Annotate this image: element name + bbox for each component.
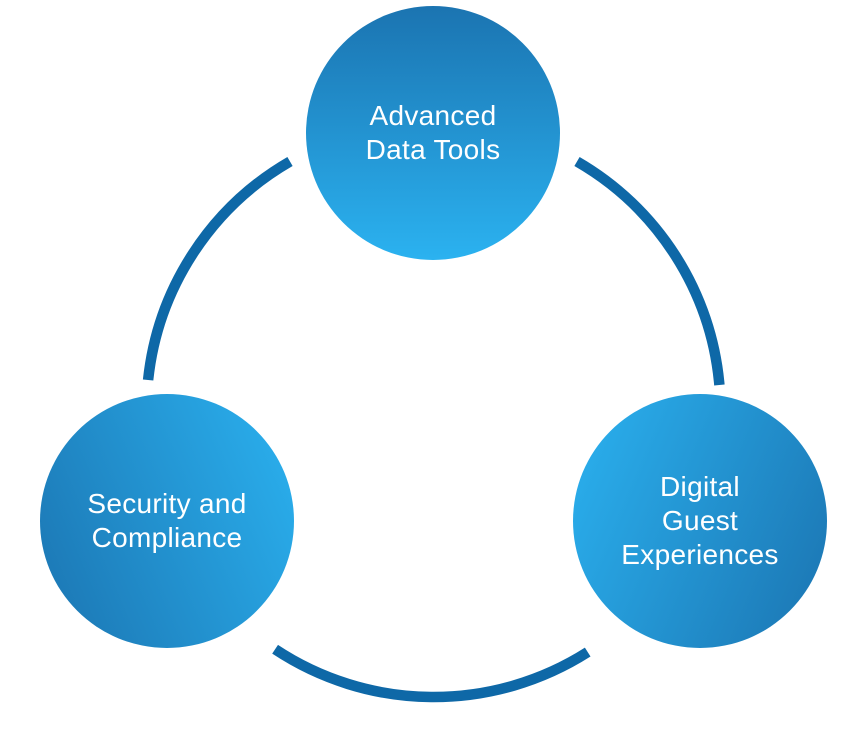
node-label-line: Experiences	[621, 539, 779, 570]
node-label-security-and-compliance: Security and Compliance	[87, 487, 246, 555]
arc-right-to-left	[272, 644, 591, 703]
node-label-line: Guest	[661, 505, 739, 536]
node-label-digital-guest-experiences: Digital Guest Experiences	[621, 470, 778, 572]
node-label-advanced-data-tools: Advanced Data Tools	[366, 99, 501, 167]
node-label-line: Security and	[87, 488, 247, 519]
arc-left-to-top	[142, 156, 293, 381]
node-label-line: Digital	[660, 471, 740, 502]
node-advanced-data-tools: Advanced Data Tools	[306, 6, 560, 260]
node-security-and-compliance: Security and Compliance	[40, 394, 294, 648]
node-digital-guest-experiences: Digital Guest Experiences	[573, 394, 827, 648]
node-label-line: Data Tools	[365, 134, 501, 165]
arc-top-to-right	[574, 156, 725, 386]
node-label-line: Advanced	[369, 100, 497, 131]
node-label-line: Compliance	[91, 522, 243, 553]
